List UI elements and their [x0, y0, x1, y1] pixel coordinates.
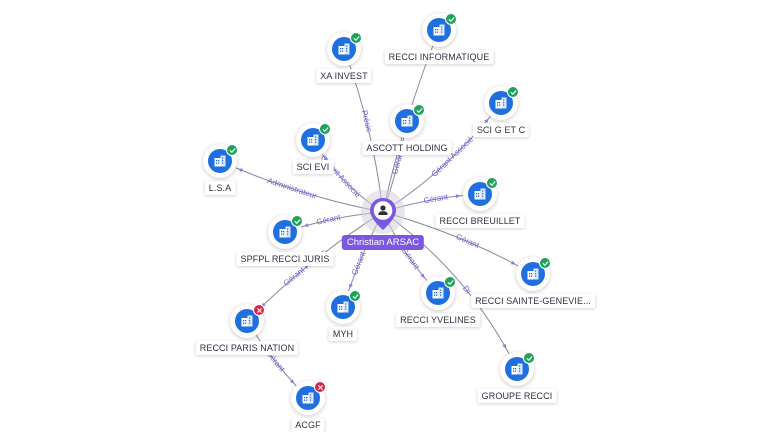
- status-active-icon: [350, 32, 362, 44]
- edge-arrow: [420, 273, 425, 279]
- status-closed-icon: [314, 381, 326, 393]
- status-active-icon: [539, 257, 551, 269]
- edge-label-lsa: Administrateur: [266, 176, 318, 201]
- company-building-icon: [208, 149, 232, 173]
- company-name-label: RECCI YVELINES: [396, 313, 480, 327]
- edge-label-groupe: Di: [461, 284, 473, 296]
- company-name-label: SCI G ET C: [472, 123, 530, 137]
- status-active-icon: [523, 352, 535, 364]
- company-name-label: L.S.A: [204, 181, 236, 195]
- edge-label-xa: Présic: [360, 109, 374, 133]
- company-name-label: XA INVEST: [316, 69, 372, 83]
- edge-arrow: [238, 168, 243, 173]
- status-active-icon: [445, 13, 457, 25]
- edge-label-sainte: Gérant: [455, 232, 482, 250]
- edge-arrow: [303, 223, 309, 227]
- status-closed-icon: [253, 304, 265, 316]
- company-name-label: GROUPE RECCI: [477, 389, 557, 403]
- person-icon: [369, 197, 397, 231]
- company-name-label: ASCOTT HOLDING: [362, 141, 452, 155]
- status-active-icon: [349, 290, 361, 302]
- edge-arrow: [510, 260, 516, 265]
- status-active-icon: [319, 123, 331, 135]
- status-active-icon: [486, 177, 498, 189]
- company-name-label: RECCI SAINTE-GENEVIE...: [471, 294, 595, 308]
- company-name-label: MYH: [328, 327, 358, 341]
- edge-arrow: [349, 283, 353, 289]
- edge-label-myh: Gérant: [350, 250, 368, 277]
- status-active-icon: [444, 276, 456, 288]
- company-building-icon: [395, 109, 419, 133]
- person-name-label: Christian ARSAC: [341, 235, 425, 250]
- company-name-label: RECCI PARIS NATION: [195, 341, 299, 355]
- status-active-icon: [413, 104, 425, 116]
- status-active-icon: [226, 144, 238, 156]
- company-building-icon: [468, 182, 492, 206]
- edge-arrow: [289, 379, 295, 384]
- edge-label-breuillet: Gérant: [423, 192, 449, 205]
- company-name-label: RECCI INFORMATIQUE: [384, 50, 494, 64]
- company-building-icon: [505, 357, 529, 381]
- edge-label-spfpl: Gérant: [316, 213, 343, 227]
- company-name-label: SCI EVI: [292, 160, 334, 174]
- company-building-icon: [331, 295, 355, 319]
- company-name-label: ACGF: [291, 418, 325, 432]
- edge-arrow: [455, 194, 461, 199]
- edge-arrow: [484, 118, 489, 124]
- status-active-icon: [291, 215, 303, 227]
- company-name-label: RECCI BREUILLET: [435, 214, 525, 228]
- status-active-icon: [507, 86, 519, 98]
- edge-arrow: [502, 343, 507, 349]
- company-name-label: SPFPL RECCI JURIS: [236, 252, 334, 266]
